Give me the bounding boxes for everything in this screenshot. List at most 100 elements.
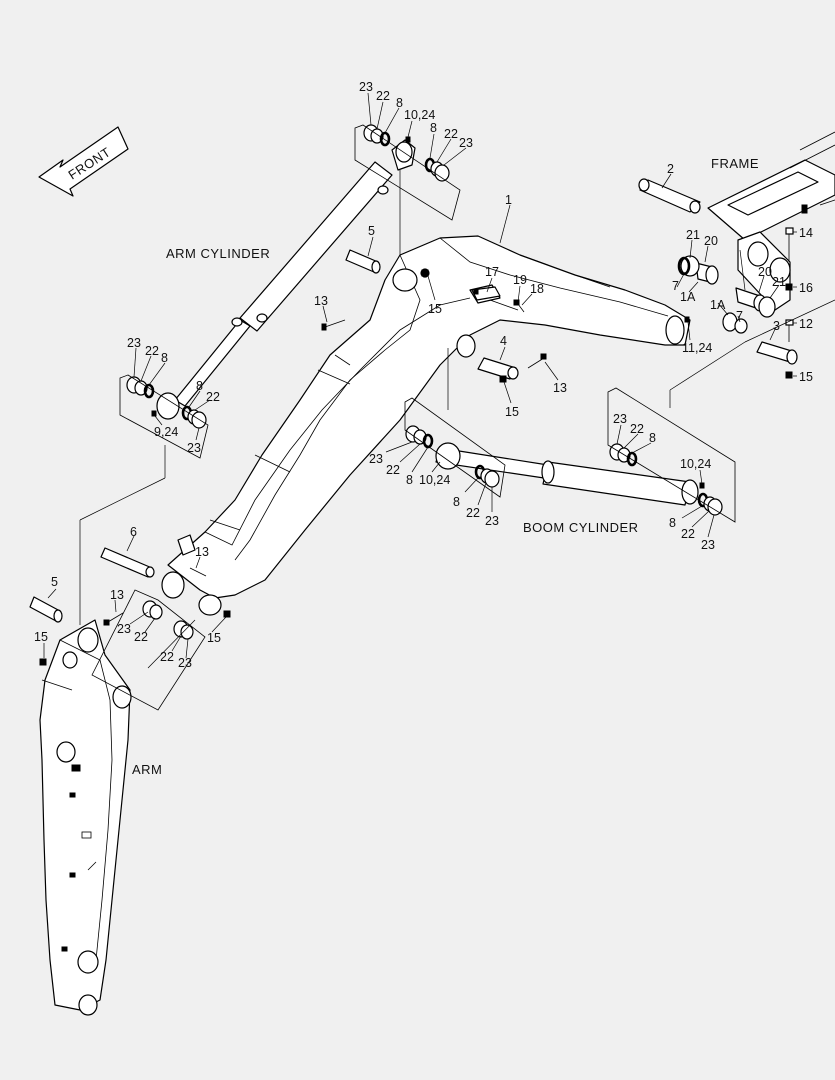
callout-1a: 1A	[680, 290, 696, 304]
callout-1: 1	[505, 193, 512, 207]
connector-lines	[79, 170, 835, 669]
seal-stack-boom-cyl-rod-right	[474, 464, 500, 488]
arm	[39, 619, 132, 1016]
nut-15-center	[499, 375, 507, 383]
callout-15: 15	[34, 630, 48, 644]
pin-5-lower	[29, 596, 63, 623]
callout-8: 8	[453, 495, 460, 509]
callout-12: 12	[799, 317, 813, 331]
callout-21: 21	[686, 228, 700, 242]
boom	[161, 235, 691, 616]
nut-16	[785, 283, 793, 291]
callout-20: 20	[758, 265, 772, 279]
callout-16: 16	[799, 281, 813, 295]
callout-labels: 23 22 8 10,24 8 22 23 1 2 5 13 15 17 19 …	[34, 80, 813, 670]
callout-8: 8	[196, 379, 203, 393]
callout-8: 8	[161, 351, 168, 365]
pin-2	[638, 178, 701, 214]
bolt-13-boom-foot	[189, 567, 207, 577]
callout-15: 15	[505, 405, 519, 419]
nut-15-arm	[39, 658, 47, 666]
nut-15-boom-top	[421, 269, 429, 277]
detail-box-boom-arm-pin	[91, 589, 206, 711]
callout-23: 23	[613, 412, 627, 426]
seal-stack-arm-cyl-bottom-left	[126, 376, 155, 399]
detail-box-boom-cyl-head	[607, 387, 736, 523]
callout-22: 22	[630, 422, 644, 436]
callout-15: 15	[207, 631, 221, 645]
arm-label: ARM	[132, 762, 162, 777]
callout-22: 22	[386, 463, 400, 477]
callout-22: 22	[376, 89, 390, 103]
seal-stack-boom-cyl-rod-left	[405, 425, 434, 449]
callout-23: 23	[701, 538, 715, 552]
seal-stack-boom-cyl-head-left	[609, 443, 638, 467]
callout-13: 13	[314, 294, 328, 308]
callout-22: 22	[444, 127, 458, 141]
nut-15-boom-foot	[223, 610, 231, 618]
callout-22: 22	[160, 650, 174, 664]
pin-6	[100, 547, 155, 578]
callout-20: 20	[704, 234, 718, 248]
fitting-11-24	[684, 316, 690, 323]
callout-15: 15	[428, 302, 442, 316]
callout-8: 8	[430, 121, 437, 135]
fitting-10-24-top	[405, 136, 411, 143]
callout-8: 8	[669, 516, 676, 530]
callout-23: 23	[117, 622, 131, 636]
callout-22: 22	[134, 630, 148, 644]
frame-label: FRAME	[711, 156, 759, 171]
bolt-12	[785, 319, 794, 342]
oring-7-right	[734, 318, 748, 334]
seal-stack-boom-arm-pin-right	[173, 620, 194, 640]
bushing-20-left	[695, 262, 719, 285]
callout-11-24: 11,24	[682, 341, 712, 355]
washer-19	[513, 299, 520, 306]
callout-23: 23	[178, 656, 192, 670]
callout-22: 22	[206, 390, 220, 404]
boom-cylinder-label: BOOM CYLINDER	[523, 520, 639, 535]
callout-5: 5	[368, 224, 375, 238]
callout-5: 5	[51, 575, 58, 589]
pin-3	[756, 341, 798, 365]
callout-22: 22	[681, 527, 695, 541]
callout-22: 22	[145, 344, 159, 358]
bolt-13-center	[527, 353, 547, 369]
callout-17: 17	[485, 265, 499, 279]
callout-9-24: 9,24	[154, 425, 178, 439]
callout-10-24: 10,24	[404, 108, 435, 122]
frame-structure	[707, 131, 835, 311]
pin-5-upper	[345, 249, 381, 274]
callout-22: 22	[466, 506, 480, 520]
seal-stack-arm-cyl-bottom-right	[181, 405, 207, 429]
callout-8: 8	[396, 96, 403, 110]
callout-23: 23	[187, 441, 201, 455]
plate-17	[471, 286, 501, 301]
ring-21-right	[758, 296, 776, 318]
callout-19: 19	[513, 273, 527, 287]
arm-cylinder	[156, 139, 416, 420]
callout-3: 3	[773, 319, 780, 333]
callout-15: 15	[799, 370, 813, 384]
callout-4: 4	[500, 334, 507, 348]
bolt-13-lower	[103, 612, 124, 626]
bolt-14	[785, 227, 794, 262]
callout-13: 13	[195, 545, 209, 559]
callout-13: 13	[110, 588, 124, 602]
callout-1a: 1A	[710, 298, 726, 312]
seal-stack-boom-arm-pin-left	[142, 600, 163, 620]
detail-box-arm-cyl-bottom	[119, 374, 209, 459]
callout-13: 13	[553, 381, 567, 395]
callout-23: 23	[459, 136, 473, 150]
arm-cylinder-label: ARM CYLINDER	[166, 246, 270, 261]
callout-2: 2	[667, 162, 674, 176]
pin-4	[477, 357, 519, 380]
callout-10-24: 10,24	[419, 473, 450, 487]
callout-6: 6	[130, 525, 137, 539]
callout-23: 23	[359, 80, 373, 94]
detail-box-arm-cyl-top	[354, 124, 461, 221]
callout-14: 14	[799, 226, 813, 240]
callout-23: 23	[127, 336, 141, 350]
